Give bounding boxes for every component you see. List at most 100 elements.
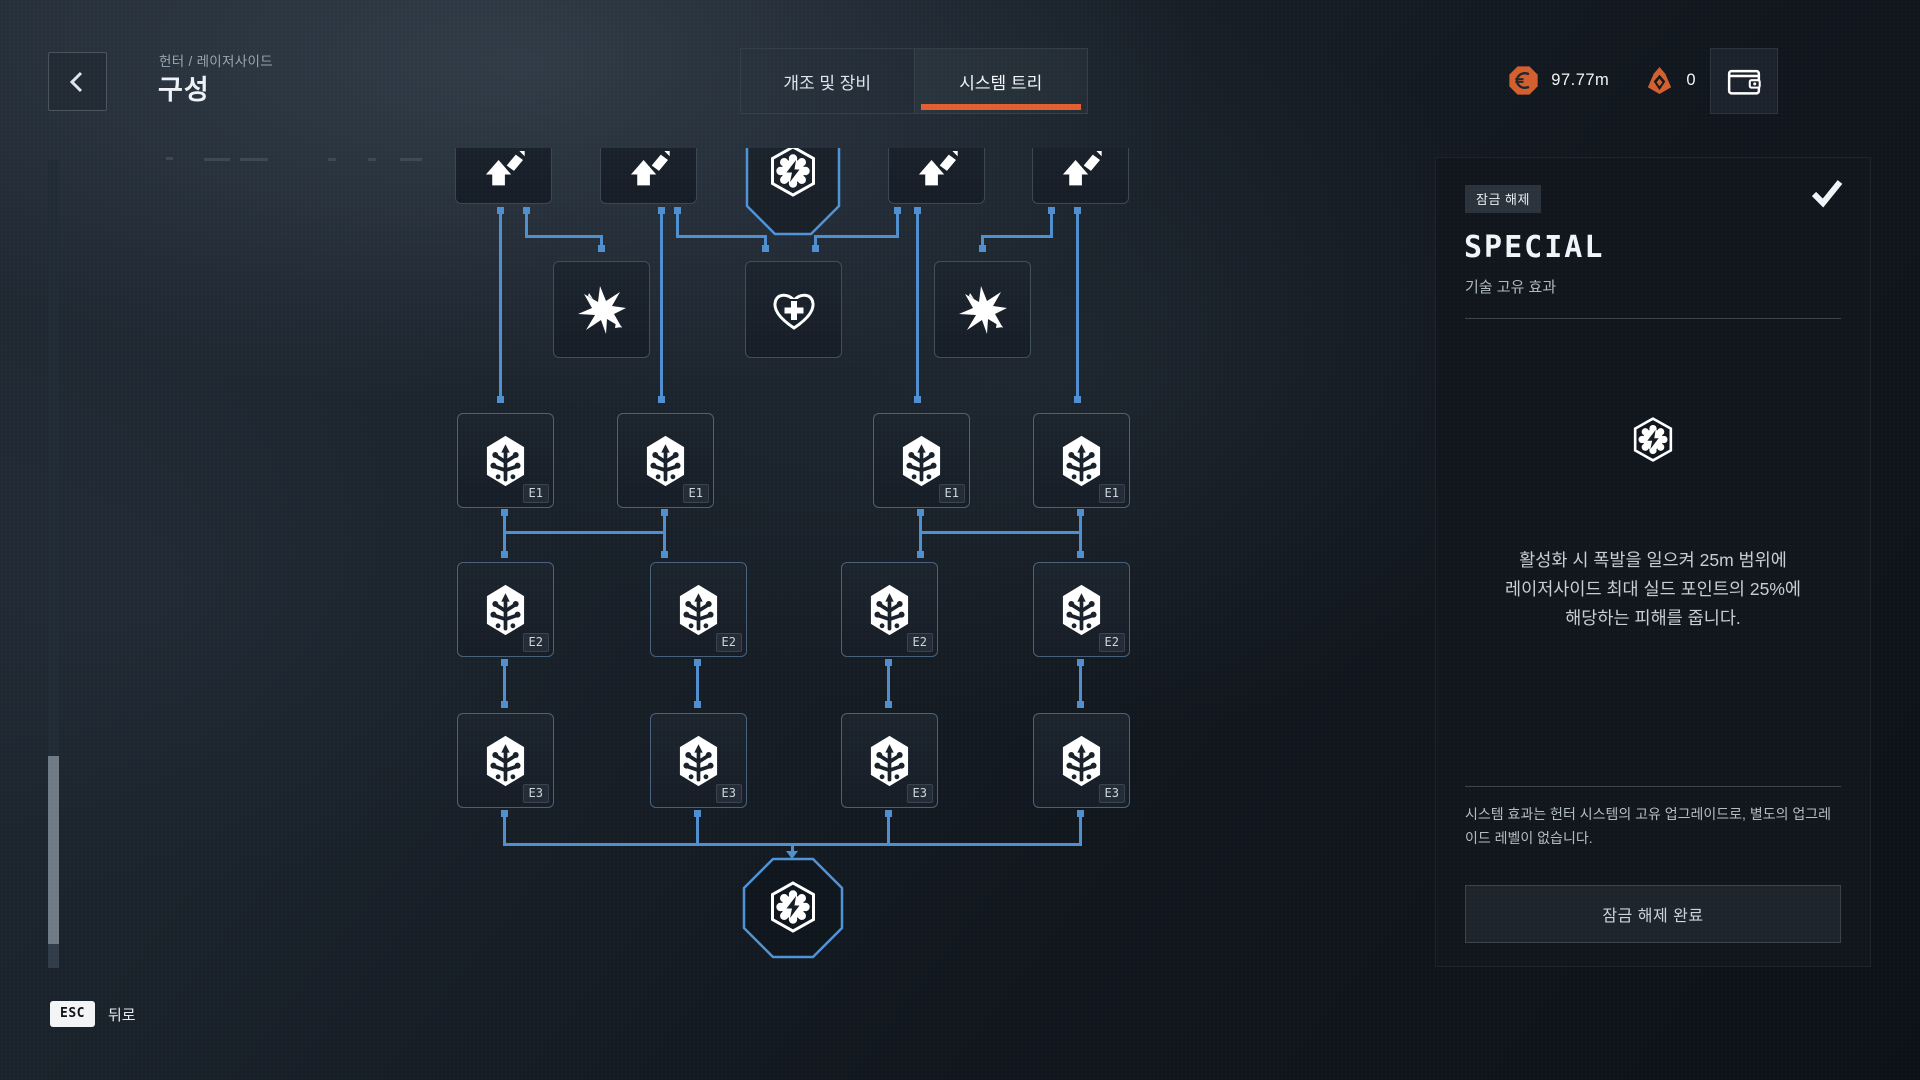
esc-hint: ESC 뒤로 (50, 1001, 136, 1027)
tree-node-e2[interactable]: E2 (841, 562, 938, 657)
clipped-text-fragment (328, 158, 336, 161)
connector (598, 245, 605, 252)
special-gear-icon (1632, 416, 1674, 463)
connector (887, 817, 890, 846)
connector (764, 235, 767, 245)
tree-node-upgrade[interactable] (600, 148, 697, 204)
circuit-tree-icon (1059, 435, 1104, 487)
upgrade-arrow-icon (1060, 151, 1102, 196)
tree-node-upgrade[interactable] (888, 148, 985, 204)
connector (694, 659, 701, 666)
unlock-status-badge: 잠금 해제 (1465, 185, 1541, 213)
connector (1077, 509, 1084, 516)
connector (1079, 817, 1082, 846)
connector (896, 214, 899, 237)
tree-node-e2[interactable]: E2 (650, 562, 747, 657)
node-level-badge: E1 (938, 484, 965, 503)
tree-node-e1[interactable]: E1 (1033, 413, 1130, 508)
breadcrumb: 헌터 / 레이저사이드 (159, 54, 273, 69)
connector (1050, 214, 1053, 237)
connector (1077, 659, 1084, 666)
tree-node-medic[interactable] (745, 261, 842, 358)
node-level-badge: E1 (1098, 484, 1125, 503)
clipped-text-fragment (400, 158, 422, 161)
medic-heart-icon (769, 287, 819, 333)
connector (914, 207, 921, 214)
currency-cluster: 97.77m 0 (1508, 48, 1696, 112)
connector (501, 810, 508, 817)
tree-node-e2[interactable]: E2 (1033, 562, 1130, 657)
tab-system-tree[interactable]: 시스템 트리 (913, 49, 1087, 113)
tree-node-e1[interactable]: E1 (617, 413, 714, 508)
tab-label: 시스템 트리 (959, 73, 1043, 93)
connector (814, 235, 899, 238)
connector (916, 214, 919, 396)
connector (791, 843, 794, 853)
connector (503, 666, 506, 701)
credits-amount: 97.77m (1551, 70, 1610, 89)
tree-node-e3[interactable]: E3 (650, 713, 747, 808)
tree-node-special-core[interactable] (741, 856, 845, 960)
node-level-badge: E1 (682, 484, 709, 503)
description-line: 해당하는 피해를 줍니다. (1565, 608, 1741, 628)
tree-node-e1[interactable]: E1 (873, 413, 970, 508)
scrollbar-thumb[interactable] (48, 756, 59, 944)
clipped-text-fragment (204, 158, 230, 161)
connector (658, 207, 665, 214)
circuit-tree-icon (483, 584, 528, 636)
description-line: 활성화 시 폭발을 일으켜 25m 범위에 (1519, 550, 1787, 570)
tree-node-upgrade[interactable] (455, 148, 552, 204)
connector (696, 666, 699, 701)
connector (814, 235, 817, 245)
wallet-button[interactable] (1710, 48, 1778, 114)
connector (1077, 810, 1084, 817)
tree-node-e2[interactable]: E2 (457, 562, 554, 657)
connector-arrow (786, 851, 798, 859)
active-tab-underline (920, 104, 1081, 110)
connector (676, 235, 767, 238)
tree-node-e3[interactable]: E3 (841, 713, 938, 808)
page-title: 구성 (158, 75, 210, 105)
tree-node-e3[interactable]: E3 (457, 713, 554, 808)
esc-back-label: 뒤로 (107, 1006, 136, 1024)
chevron-left-icon (65, 69, 91, 95)
connector (1048, 207, 1055, 214)
connector (497, 207, 504, 214)
system-tree-canvas: E1 E1 E1 E1 E2 (0, 148, 1435, 985)
unlock-complete-button[interactable]: 잠금 해제 완료 (1465, 885, 1841, 943)
tree-node-special-top[interactable] (745, 148, 841, 246)
connector (501, 509, 508, 516)
connector (981, 235, 984, 245)
circuit-tree-icon (483, 735, 528, 787)
tree-node-damage[interactable] (553, 261, 650, 358)
connector (501, 551, 508, 558)
circuit-tree-icon (867, 584, 912, 636)
tree-node-e1[interactable]: E1 (457, 413, 554, 508)
esc-key-badge: ESC (50, 1001, 95, 1027)
node-level-badge: E2 (522, 633, 549, 652)
connector (919, 531, 1082, 534)
connector (885, 810, 892, 817)
description-line: 레이저사이드 최대 실드 포인트의 25%에 (1505, 579, 1801, 599)
connector (660, 214, 663, 396)
back-button[interactable] (48, 52, 107, 111)
hunter-mark-amount: 0 (1686, 70, 1696, 89)
circuit-tree-icon (1059, 584, 1104, 636)
connector (600, 235, 603, 245)
hunter-mark-icon (1645, 66, 1674, 95)
tab-mods-and-gear[interactable]: 개조 및 장비 (741, 49, 914, 113)
connector (914, 396, 921, 403)
tree-node-e3[interactable]: E3 (1033, 713, 1130, 808)
skill-icon-wrap (1436, 416, 1870, 463)
connector (812, 245, 819, 252)
node-level-badge: E1 (522, 484, 549, 503)
clipped-text-fragment (240, 158, 268, 161)
connector (501, 701, 508, 708)
circuit-tree-icon (899, 435, 944, 487)
skill-title: SPECIAL (1464, 230, 1605, 265)
tree-node-damage[interactable] (934, 261, 1031, 358)
connector (694, 701, 701, 708)
tree-node-upgrade[interactable] (1032, 148, 1129, 204)
connector (979, 245, 986, 252)
